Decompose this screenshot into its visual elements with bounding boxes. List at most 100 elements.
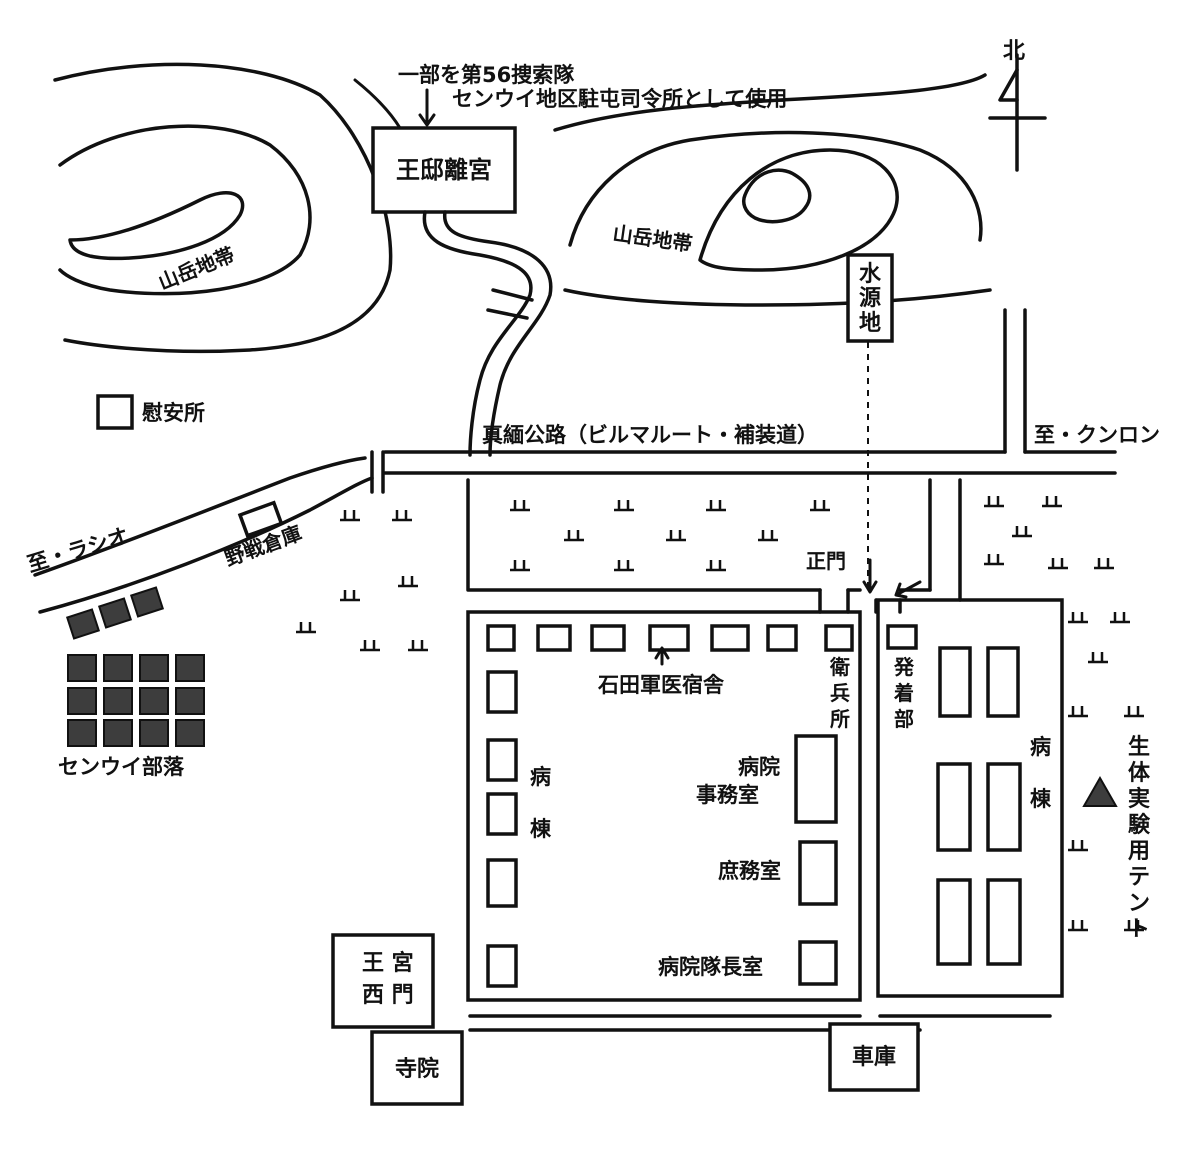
comfort-station-label: 慰安所 bbox=[142, 401, 205, 425]
grass-tuft-icon bbox=[1068, 612, 1088, 624]
to-kunlong-label: 至・クンロン bbox=[1034, 423, 1160, 447]
mountain-right-label: 山岳地帯 bbox=[611, 221, 694, 256]
temple-box bbox=[370, 1030, 464, 1106]
hut-icon bbox=[65, 608, 101, 640]
temple-label: 寺院 bbox=[395, 1056, 439, 1082]
water-source-label-2: 源 bbox=[859, 286, 881, 311]
palace-west-gate-label-2: 西 門 bbox=[362, 983, 414, 1008]
gate-arrow-down bbox=[862, 558, 878, 594]
grass-tuft-icon bbox=[1068, 706, 1088, 718]
hut-icon bbox=[175, 654, 205, 682]
guard-post-label-1: 衛 bbox=[829, 655, 850, 679]
svg-text:テ: テ bbox=[1128, 865, 1150, 890]
comfort-station-box bbox=[96, 394, 134, 430]
grass-tuft-icon bbox=[398, 576, 418, 588]
hut-icon bbox=[103, 654, 133, 682]
note-leader bbox=[353, 78, 402, 130]
note-arrow-head bbox=[418, 113, 436, 127]
dispatch-label-1: 発 bbox=[893, 655, 915, 679]
grass-tuft-icon bbox=[360, 640, 380, 652]
hut-icon bbox=[139, 654, 169, 682]
palace-west-gate-label-1: 王 宮 bbox=[362, 950, 414, 976]
svg-text:実: 実 bbox=[1128, 786, 1150, 812]
main-gate-label: 正門 bbox=[806, 549, 846, 573]
hut-icon bbox=[103, 719, 133, 747]
note-line1: 一部を第56捜索隊 bbox=[398, 63, 575, 87]
hut-icon bbox=[175, 687, 205, 715]
road-label: 真緬公路（ビルマルート・補装道） bbox=[482, 423, 818, 447]
dispatch-label-2: 着 bbox=[893, 681, 914, 705]
village-label: センウイ部落 bbox=[58, 755, 185, 779]
grass-tuft-icon bbox=[1124, 920, 1144, 932]
hut-icon bbox=[67, 654, 97, 682]
doctor-quarters-label: 石田軍医宿舎 bbox=[597, 673, 725, 697]
hospital-office-label-2: 事務室 bbox=[696, 783, 759, 807]
field-warehouse-box bbox=[237, 500, 284, 538]
mountain-contours-right bbox=[553, 73, 992, 307]
hut-icon bbox=[129, 586, 165, 618]
north-arrow-icon bbox=[988, 53, 1047, 172]
svg-text:用: 用 bbox=[1128, 839, 1150, 864]
grass-tuft-icon bbox=[984, 496, 1004, 508]
ward-right-label-1: 病 bbox=[1030, 735, 1051, 759]
commander-room-label: 病院隊長室 bbox=[658, 955, 763, 979]
grass-tuft-icon bbox=[1048, 558, 1068, 570]
grass-tuft-icon bbox=[296, 622, 316, 634]
svg-text:ン: ン bbox=[1128, 891, 1150, 916]
triangle-tent-icon bbox=[1082, 775, 1118, 807]
grass-tuft-icon bbox=[810, 500, 830, 512]
hut-icon bbox=[175, 719, 205, 747]
grass-tuft-icon bbox=[1068, 840, 1088, 852]
west-hospital-block bbox=[466, 610, 862, 1002]
svg-text:生: 生 bbox=[1128, 735, 1150, 760]
ward-right-label-2: 棟 bbox=[1030, 787, 1052, 811]
note-line2: センウイ地区駐屯司令所として使用 bbox=[452, 87, 787, 111]
grass-tuft-icon bbox=[666, 530, 686, 542]
palace-box bbox=[371, 126, 517, 214]
svg-text:ト: ト bbox=[1128, 917, 1150, 942]
svg-text:体: 体 bbox=[1128, 761, 1151, 786]
grass-tuft-icon bbox=[392, 510, 412, 522]
doctor-quarters-arrow bbox=[654, 646, 670, 666]
guard-post-label-2: 兵 bbox=[830, 681, 850, 705]
north-label: 北 bbox=[1003, 39, 1025, 64]
grass-tuft-icon bbox=[758, 530, 778, 542]
grass-tuft-icon bbox=[1042, 496, 1062, 508]
hut-icon bbox=[139, 719, 169, 747]
palace-label: 王邸離宮 bbox=[396, 156, 492, 184]
palace-road bbox=[422, 210, 553, 457]
grass-tuft-icon bbox=[510, 560, 530, 572]
east-hospital-block bbox=[876, 598, 1064, 998]
grass-tuft-icon bbox=[510, 500, 530, 512]
grass-tuft-icon bbox=[1094, 558, 1114, 570]
water-source-box bbox=[846, 253, 894, 343]
grass-tuft-icon bbox=[564, 530, 584, 542]
hut-icon bbox=[97, 597, 133, 629]
garage-box bbox=[828, 1022, 920, 1092]
south-road bbox=[468, 1014, 1052, 1032]
grass-tuft-icon bbox=[614, 500, 634, 512]
water-source-label-1: 水 bbox=[859, 262, 882, 287]
grass-tuft-icon bbox=[984, 554, 1004, 566]
grass-tuft-icon bbox=[1068, 920, 1088, 932]
mountain-contours-left bbox=[53, 62, 393, 354]
svg-text:験: 験 bbox=[1128, 813, 1151, 838]
guard-post-label-3: 所 bbox=[830, 707, 850, 731]
grass-tuft-icon bbox=[340, 510, 360, 522]
grass-layer bbox=[296, 496, 1144, 932]
hut-icon bbox=[67, 719, 97, 747]
north-block bbox=[466, 478, 962, 602]
main-road bbox=[33, 308, 1117, 614]
grass-tuft-icon bbox=[408, 640, 428, 652]
garage-label: 車庫 bbox=[852, 1044, 896, 1070]
dispatch-label-3: 部 bbox=[894, 707, 914, 731]
grass-tuft-icon bbox=[706, 500, 726, 512]
grass-tuft-icon bbox=[614, 560, 634, 572]
hut-icon bbox=[139, 687, 169, 715]
ward-left-label-2: 棟 bbox=[530, 817, 552, 841]
grass-tuft-icon bbox=[1012, 526, 1032, 538]
palace-west-gate-box bbox=[331, 933, 435, 1029]
gate-arrow-in bbox=[894, 580, 922, 599]
grass-tuft-icon bbox=[706, 560, 726, 572]
